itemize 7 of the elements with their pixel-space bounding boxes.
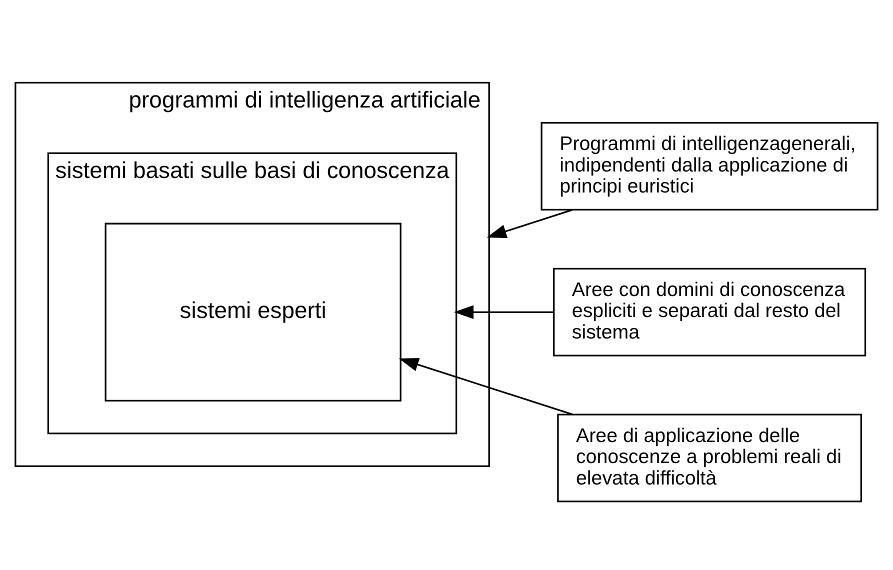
arrow	[398, 358, 573, 415]
node-box: Aree con domini di conoscenza espliciti e separati dal resto del sistema	[553, 267, 866, 356]
node-box: sistemi esperti	[104, 222, 402, 401]
node-box: Programmi di intelligenzagenerali, indipendenti dalla applicazione di principi euristici	[540, 122, 878, 210]
arrow	[486, 208, 573, 238]
arrow	[454, 304, 554, 319]
node-box: Aree di applicazione delle conoscenze a problemi reali di elevata difficoltà	[557, 413, 862, 502]
